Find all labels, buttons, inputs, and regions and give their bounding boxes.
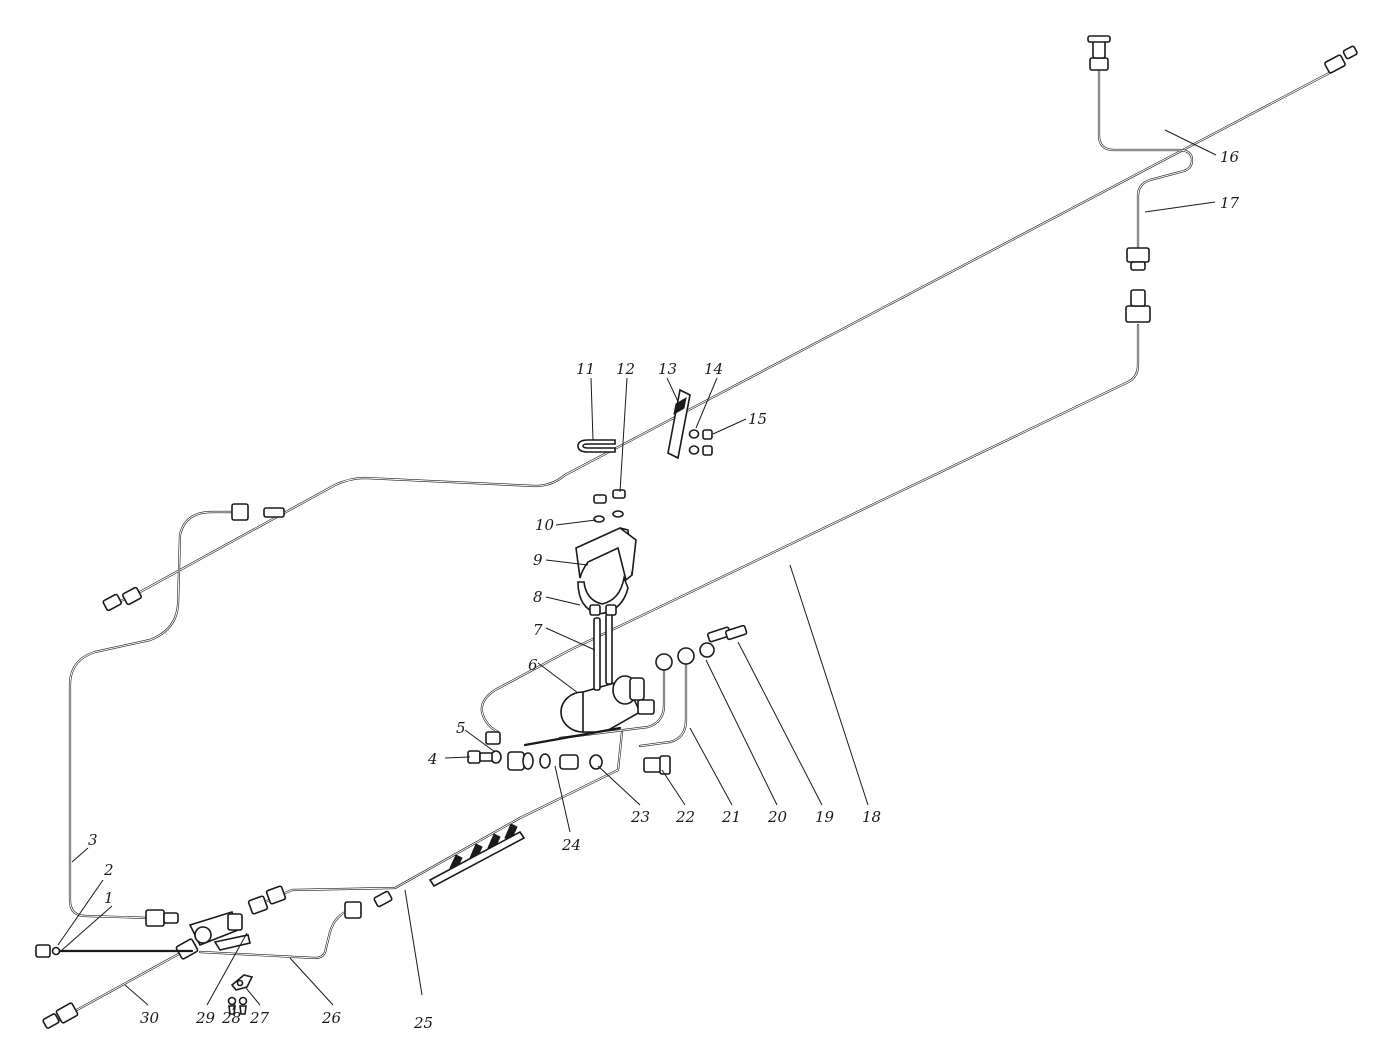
- pipe-17-bottom-fitting: [1126, 247, 1150, 271]
- callout-21: 21: [721, 808, 741, 826]
- pipe-3-bottom-fitting: [145, 909, 179, 927]
- callout-20: 20: [767, 808, 788, 826]
- pipe-25-clip-cluster: [428, 823, 526, 888]
- pipe-18-top-fitting: [1125, 289, 1151, 323]
- u-bolt-11: [577, 439, 616, 453]
- banjo-bolt-4: [467, 750, 493, 764]
- banjo-bolts-19: [707, 624, 748, 643]
- callout-2: 2: [103, 861, 114, 879]
- washer-5: [485, 731, 502, 764]
- callout-8: 8: [533, 588, 543, 606]
- nuts-15: [702, 429, 713, 456]
- callout-27: 27: [249, 1009, 270, 1027]
- callout-26: 26: [321, 1009, 342, 1027]
- brake-pipe-17: [1097, 68, 1194, 252]
- pipe-30-fittings: [42, 938, 199, 1029]
- callout-19: 19: [815, 808, 835, 826]
- pipe-17-top-fitting: [1087, 35, 1111, 71]
- plug-22: [643, 755, 671, 775]
- callout-5: 5: [456, 719, 466, 737]
- callout-29: 29: [195, 1009, 216, 1027]
- bleed-nipple-2: [35, 944, 61, 958]
- leader-lines: [57, 129, 1217, 1011]
- callout-labels: 1 2 3 4 5 6 7 8 9 10 11 12 13 14 15 16 1…: [88, 148, 1240, 1032]
- bracket-strip-13: [667, 388, 691, 460]
- banjo-fittings-20: [655, 642, 715, 671]
- callout-9: 9: [533, 551, 543, 569]
- callout-16: 16: [1220, 148, 1240, 166]
- brake-pipe-26: [198, 908, 352, 960]
- callout-14: 14: [704, 360, 723, 378]
- callout-6: 6: [528, 656, 538, 674]
- pipe-16-front-fitting: [1324, 45, 1358, 74]
- pipe-26-fitting: [344, 890, 393, 919]
- callout-18: 18: [862, 808, 881, 826]
- union-fittings-24: [507, 726, 622, 771]
- pipe-3-top-fitting: [231, 503, 285, 521]
- callout-23: 23: [630, 808, 650, 826]
- brake-pipe-3: [68, 510, 242, 920]
- washers-10: [593, 510, 624, 523]
- mounting-studs-7: [593, 613, 613, 691]
- brake-pipe-30: [53, 943, 197, 1024]
- callout-11: 11: [576, 360, 595, 378]
- bracket-9: [575, 527, 637, 582]
- callout-13: 13: [658, 360, 677, 378]
- callout-30: 30: [140, 1009, 160, 1027]
- callout-7: 7: [533, 621, 543, 639]
- callout-25: 25: [413, 1014, 433, 1032]
- brake-pipe-24: [558, 663, 666, 740]
- tee-fitting-29: [188, 911, 251, 951]
- brake-pipe-18: [480, 323, 1140, 734]
- nuts-12: [593, 489, 626, 504]
- callout-1: 1: [104, 889, 114, 907]
- fitting-23: [559, 754, 603, 770]
- callout-10: 10: [535, 516, 555, 534]
- callout-17: 17: [1220, 194, 1240, 212]
- callout-28: 28: [221, 1009, 241, 1027]
- callout-12: 12: [616, 360, 635, 378]
- master-cylinder-6: [560, 675, 655, 733]
- callout-3: 3: [88, 831, 98, 849]
- brake-pipe-21: [638, 658, 688, 748]
- washers-14: [688, 429, 700, 455]
- clamp-band-8: [577, 575, 629, 616]
- brake-pipe-16: [110, 68, 1337, 607]
- callout-24: 24: [561, 836, 581, 854]
- clip-27: [230, 974, 254, 991]
- brake-pipe-25: [256, 730, 624, 907]
- pipe-25-end-fitting: [247, 885, 287, 915]
- callout-22: 22: [675, 808, 695, 826]
- callout-15: 15: [748, 410, 767, 428]
- callout-4: 4: [427, 750, 438, 768]
- pipe-16-rear-fitting: [102, 586, 142, 612]
